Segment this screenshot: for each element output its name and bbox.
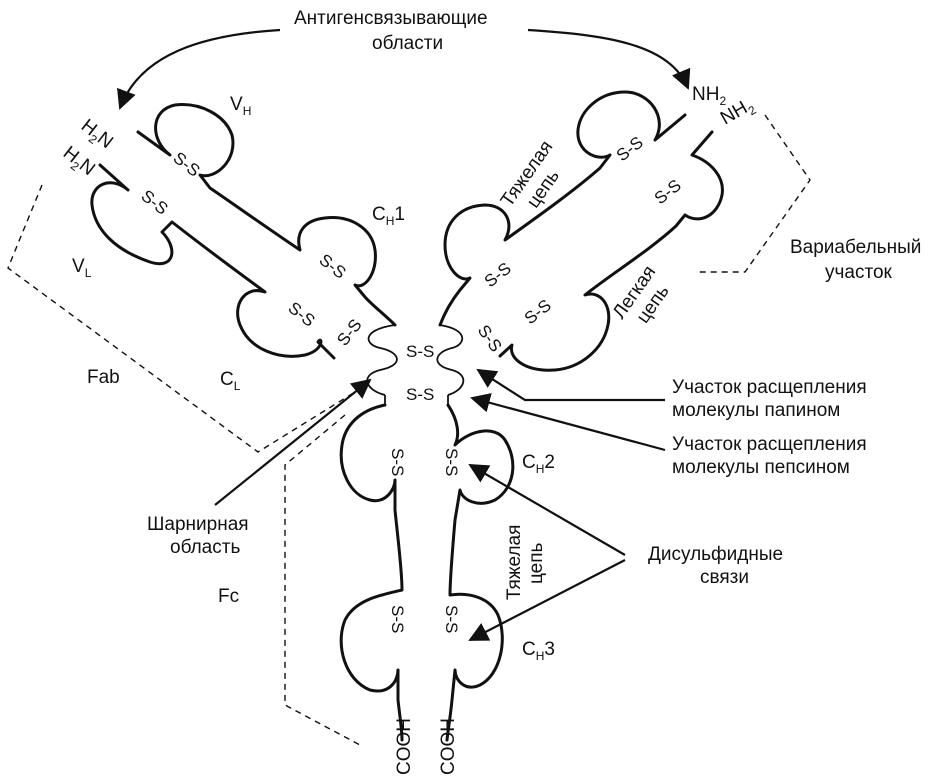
light-chain-label: Легкая цепь: [609, 262, 678, 335]
nh2-upper-label: NH2: [692, 84, 726, 108]
ss-right-vl: S-S: [651, 176, 685, 208]
papain-site-line2: молекулы папином: [672, 400, 840, 421]
antigen-arrow-right: [528, 30, 688, 88]
vh-label: VH: [230, 94, 251, 118]
disulfide-arrow-lower: [470, 560, 625, 640]
heavy-chain-label-fc: Тяжелая цепь: [504, 525, 547, 600]
pepsin-site-line2: молекулы пепсином: [672, 457, 850, 478]
papain-site-line1: Участок расщепления: [672, 377, 867, 398]
h2n-lower-label: H2N: [57, 142, 99, 182]
ss-right-vh: S-S: [613, 133, 647, 165]
ch1-label: CH1: [372, 204, 405, 228]
ss-left-hinge-heavy-light: S-S: [333, 315, 365, 349]
fc-bracket: [285, 415, 360, 745]
disulfide-arrow-upper: [470, 465, 625, 555]
ss-left-ch1: S-S: [316, 250, 350, 282]
hinge-line2: область: [170, 537, 240, 558]
antigen-line2: области: [372, 33, 443, 54]
variable-region-line1: Вариабельный: [790, 237, 921, 258]
hinge-right-upper: [437, 325, 463, 395]
fab-label: Fab: [87, 367, 120, 388]
antigen-line1: Антигенсвязывающие: [294, 8, 488, 29]
ss-right-cl: S-S: [521, 296, 555, 328]
cl-label: CL: [220, 369, 241, 393]
hinge-line1: Шарнирная: [147, 514, 249, 535]
ss-fc-right-ch3: S-S: [442, 605, 461, 633]
cooh-right: COOH: [438, 718, 459, 775]
ss-fc-right-ch2: S-S: [442, 448, 461, 476]
ss-hinge-lower: S-S: [406, 385, 434, 404]
ss-fc-left-ch3: S-S: [388, 605, 407, 633]
fc-label: Fc: [218, 586, 239, 607]
pepsin-arrow: [472, 398, 665, 450]
ss-left-vh: S-S: [170, 148, 204, 180]
left-light-chain: [92, 165, 334, 358]
svg-text:Тяжелая: Тяжелая: [504, 525, 525, 600]
ch3-label: CH3: [522, 639, 555, 663]
variable-region-line2: участок: [825, 262, 893, 283]
ss-left-cl: S-S: [285, 298, 319, 330]
ss-right-ch1: S-S: [481, 259, 515, 291]
heavy-chain-label-top: Тяжелая цепь: [497, 137, 575, 223]
ss-right-hinge-heavy-light: S-S: [474, 321, 506, 355]
vl-label: VL: [72, 256, 92, 280]
svg-text:цепь: цепь: [526, 542, 547, 584]
disulfide-line2: связи: [700, 567, 749, 588]
cooh-left: COOH: [394, 718, 415, 775]
ss-hinge-upper: S-S: [406, 342, 434, 361]
svg-text:H2N: H2N: [57, 142, 99, 182]
hinge-left-upper: [367, 325, 397, 395]
hinge-arrow: [215, 380, 370, 505]
ss-left-vl: S-S: [138, 186, 172, 218]
papain-arrow: [478, 370, 665, 400]
antigen-arrow-left: [120, 30, 280, 108]
ss-fc-left-ch2: S-S: [388, 448, 407, 476]
pepsin-site-line1: Участок расщепления: [672, 434, 867, 455]
disulfide-line1: Дисульфидные: [648, 544, 783, 565]
ch2-label: CH2: [522, 452, 555, 476]
left-heavy-chain: [138, 105, 395, 325]
